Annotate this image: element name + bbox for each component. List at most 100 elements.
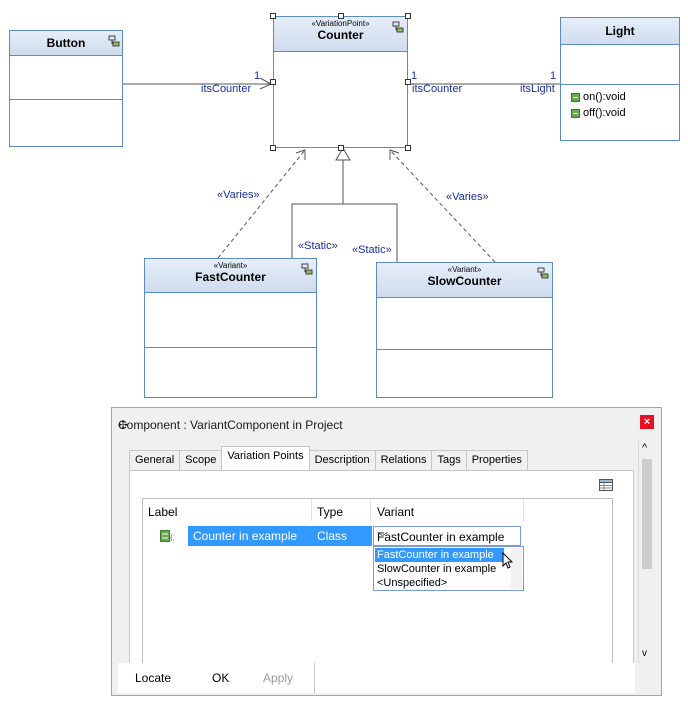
variant-combobox-value: FastCounter in example — [377, 530, 505, 544]
fastcounter-class-divider — [145, 347, 316, 348]
tab-properties[interactable]: Properties — [465, 450, 528, 470]
grid-view-icon[interactable] — [599, 479, 613, 491]
light-class-header: Light — [561, 18, 679, 45]
slowcounter-class-name: SlowCounter — [427, 274, 502, 288]
fastcounter-class-header: «Variant» FastCounter — [145, 259, 316, 293]
varies-label: «Varies» — [446, 191, 489, 203]
class-icon — [301, 263, 313, 275]
tab-general[interactable]: General — [129, 450, 181, 470]
operation-on[interactable]: on():void — [571, 91, 626, 103]
fastcounter-class[interactable]: «Variant» FastCounter — [144, 258, 317, 398]
close-button[interactable]: × — [640, 415, 654, 429]
light-class-name: Light — [605, 24, 635, 38]
column-header-variant[interactable]: Variant — [377, 505, 415, 519]
class-icon — [392, 21, 404, 33]
dialog-titlebar[interactable]: Component : VariantComponent in Project … — [112, 408, 661, 441]
fastcounter-stereotype: «Variant» — [213, 261, 248, 270]
dropdown-option-unspecified[interactable]: <Unspecified> — [377, 577, 448, 589]
svg-text:(): () — [170, 534, 174, 542]
table-row-selected[interactable] — [188, 526, 372, 546]
counter-stereotype: «VariationPoint» — [311, 19, 370, 28]
tab-variation-points[interactable]: Variation Points — [221, 446, 310, 470]
apply-button[interactable]: Apply — [263, 671, 294, 685]
dialog-title: Component : VariantComponent in Project — [118, 418, 343, 432]
resize-handle[interactable] — [338, 13, 344, 19]
resize-handle[interactable] — [270, 13, 276, 19]
generalization-triangle — [335, 147, 351, 161]
column-header-type[interactable]: Type — [317, 505, 344, 519]
fast-static-generalization — [291, 160, 344, 260]
variation-points-table: Label Type Variant () Counter in example… — [142, 498, 613, 693]
slowcounter-stereotype: «Variant» — [447, 265, 482, 274]
dropdown-scrollbar[interactable] — [511, 548, 522, 589]
resize-handle[interactable] — [405, 145, 411, 151]
button-class-name: Button — [46, 36, 86, 50]
variant-dropdown-list: FastCounter in example SlowCounter in ex… — [373, 546, 524, 591]
slowcounter-class[interactable]: «Variant» SlowCounter — [376, 262, 553, 398]
footer-divider — [314, 663, 315, 693]
chevron-down-icon[interactable]: ﹀ — [377, 532, 388, 544]
column-divider[interactable] — [370, 499, 371, 521]
button-class[interactable]: Button — [9, 30, 123, 147]
multiplicity-label: 1 — [254, 70, 261, 82]
counter-class[interactable]: «VariationPoint» Counter — [273, 16, 408, 148]
counter-class-name: Counter — [317, 28, 364, 42]
tab-panel: Label Type Variant () Counter in example… — [129, 470, 634, 693]
class-icon — [108, 35, 120, 47]
button-class-header: Button — [10, 31, 122, 56]
tab-scope[interactable]: Scope — [179, 450, 223, 470]
resize-handle[interactable] — [270, 145, 276, 151]
multiplicity-label: 1 — [411, 70, 418, 82]
scrollbar-thumb[interactable] — [642, 459, 652, 569]
tab-relations[interactable]: Relations — [374, 450, 433, 470]
button-class-divider — [10, 99, 122, 100]
row-label-cell[interactable]: Counter in example — [193, 529, 298, 543]
dialog-scrollbar[interactable]: ^ v — [638, 441, 655, 663]
variant-combobox[interactable]: FastCounter in example ﹀ — [373, 526, 521, 546]
slowcounter-class-header: «Variant» SlowCounter — [377, 263, 552, 298]
resize-handle[interactable] — [338, 145, 344, 151]
resize-handle[interactable] — [405, 13, 411, 19]
tab-bar: General Scope Variation Points Descripti… — [129, 446, 528, 470]
component-dialog: Component : VariantComponent in Project … — [111, 407, 662, 696]
operation-label: off():void — [583, 107, 626, 119]
class-icon — [537, 267, 549, 279]
fast-varies-dependency — [217, 149, 306, 259]
varies-label: «Varies» — [217, 189, 260, 201]
static-label: «Static» — [298, 240, 338, 252]
column-header-label[interactable]: Label — [148, 505, 178, 519]
diagram-connectors — [123, 77, 560, 263]
role-label-itscounter: itsCounter — [412, 83, 463, 95]
column-divider[interactable] — [311, 499, 312, 521]
pin-icon[interactable]: ✢ — [118, 418, 129, 432]
light-class-divider — [561, 84, 679, 85]
slowcounter-class-divider — [377, 349, 552, 350]
dropdown-option-slowcounter[interactable]: SlowCounter in example — [377, 563, 497, 575]
tab-tags[interactable]: Tags — [431, 450, 467, 470]
role-label-itslight: itsLight — [520, 83, 555, 95]
class-element-icon: () — [160, 530, 174, 542]
operation-label: on():void — [583, 91, 626, 103]
slow-varies-arrowhead — [389, 149, 400, 160]
locate-button[interactable]: Locate — [135, 671, 172, 685]
counter-class-header: «VariationPoint» Counter — [274, 17, 407, 52]
column-divider[interactable] — [523, 499, 524, 521]
resize-handle[interactable] — [405, 79, 411, 85]
dialog-footer: Locate OK Apply — [118, 663, 635, 693]
fastcounter-class-name: FastCounter — [195, 270, 266, 284]
slow-static-generalization — [343, 203, 398, 262]
ok-button[interactable]: OK — [212, 671, 230, 685]
scroll-up-icon[interactable]: ^ — [642, 442, 648, 454]
scroll-down-icon[interactable]: v — [642, 648, 647, 659]
light-class[interactable]: Light on():void off():void — [560, 17, 680, 141]
tab-description[interactable]: Description — [308, 450, 376, 470]
multiplicity-label: 1 — [550, 70, 557, 82]
operation-icon — [571, 92, 580, 102]
dropdown-option-fastcounter[interactable]: FastCounter in example — [375, 548, 504, 562]
operation-off[interactable]: off():void — [571, 107, 626, 119]
role-label-itscounter: itsCounter — [201, 83, 252, 95]
resize-handle[interactable] — [270, 79, 276, 85]
mouse-cursor-icon — [502, 552, 514, 569]
row-type-cell[interactable]: Class — [317, 529, 348, 543]
